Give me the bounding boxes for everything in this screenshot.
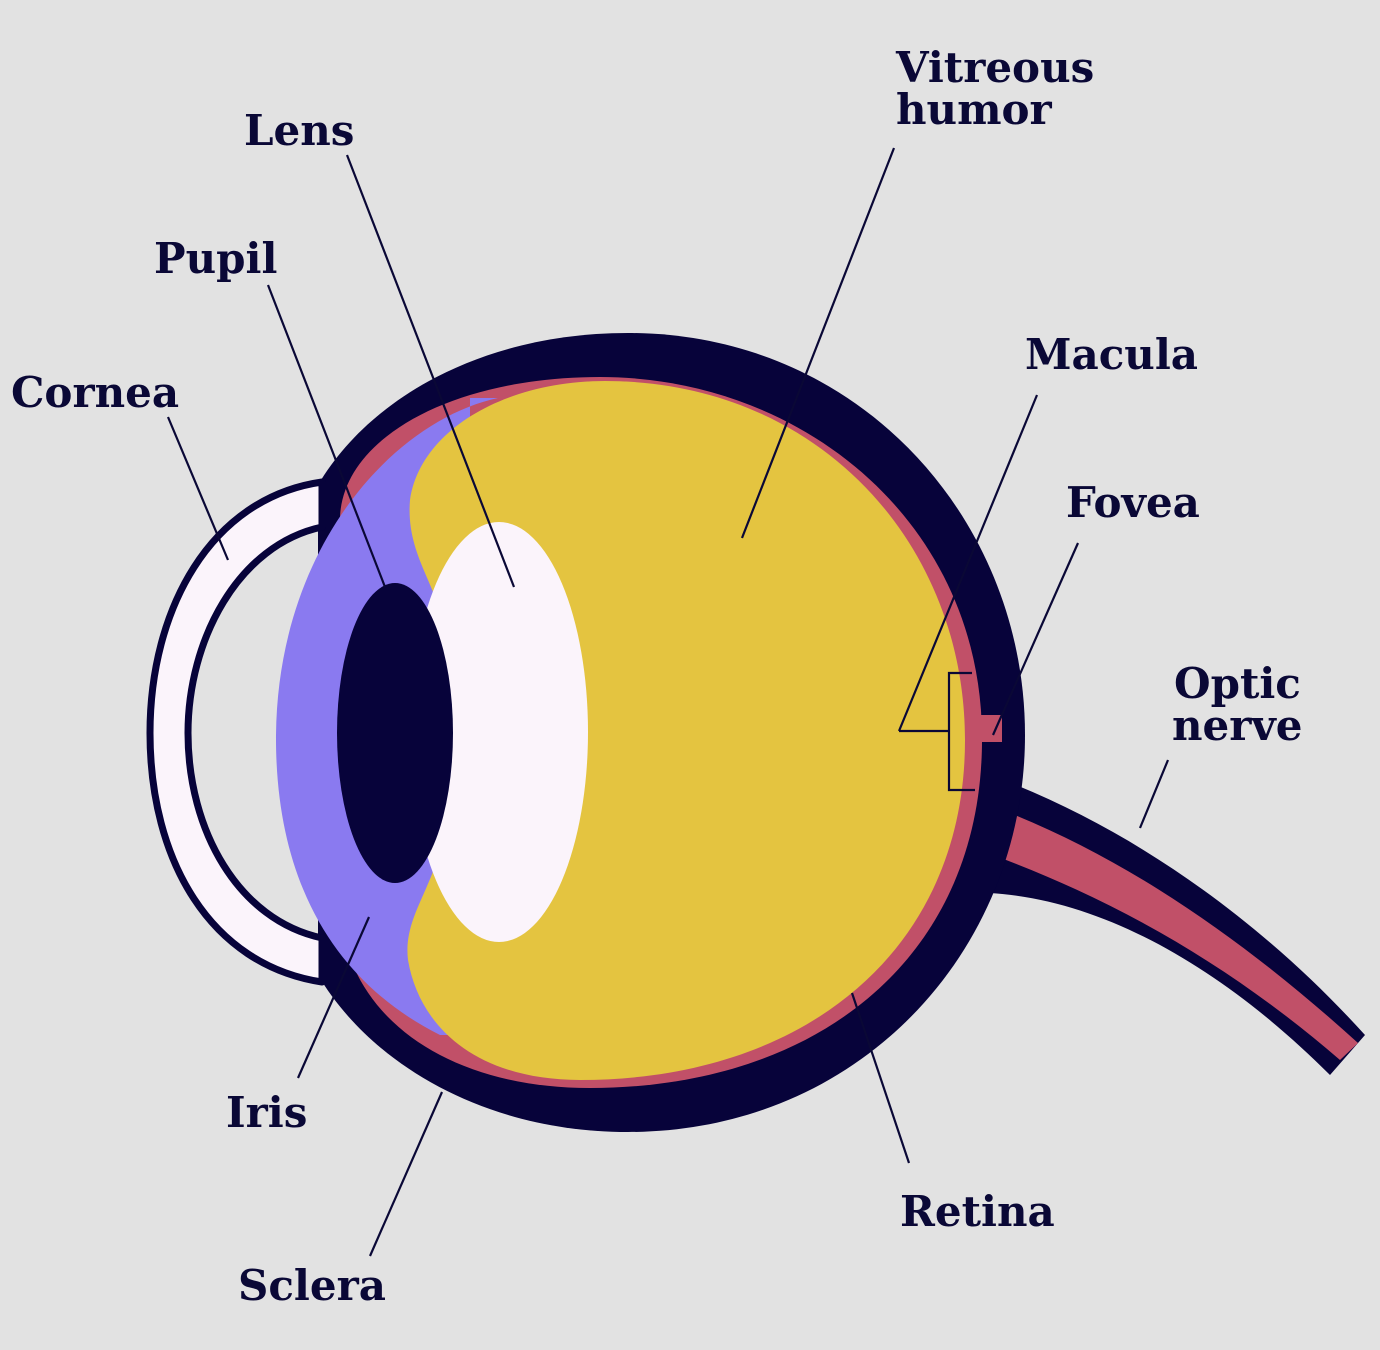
optic-nerve-leader-line	[1138, 759, 1170, 829]
label-cornea: Cornea	[11, 368, 179, 417]
retina-leader-line	[850, 992, 911, 1164]
iris-leader-line	[296, 916, 371, 1079]
label-sclera: Sclera	[238, 1261, 386, 1310]
sclera-leader-line	[368, 1091, 444, 1257]
lens-leader-line	[345, 154, 516, 588]
label-optic-line1: Optic	[1174, 659, 1301, 708]
fovea-pit	[975, 715, 1002, 742]
pupil	[337, 583, 453, 883]
cornea-leader-line	[166, 416, 230, 561]
label-iris: Iris	[226, 1088, 307, 1137]
label-retina: Retina	[900, 1187, 1055, 1236]
pupil-leader-line	[266, 284, 387, 588]
label-optic-line2: nerve	[1172, 701, 1303, 750]
fovea-leader-line	[991, 542, 1080, 736]
vitreous-leader-line	[740, 147, 896, 539]
cornea	[146, 478, 326, 986]
label-lens: Lens	[244, 106, 354, 155]
macula-bracket	[899, 671, 975, 792]
optic-nerve-core	[965, 800, 1358, 1060]
label-macula: Macula	[1025, 330, 1198, 379]
label-pupil: Pupil	[154, 234, 277, 283]
label-fovea: Fovea	[1066, 478, 1200, 527]
label-vitreous-line2: humor	[896, 85, 1053, 134]
lens	[410, 522, 588, 942]
label-vitreous-line1: Vitreous	[895, 43, 1094, 92]
macula-leader-line	[897, 394, 1039, 732]
